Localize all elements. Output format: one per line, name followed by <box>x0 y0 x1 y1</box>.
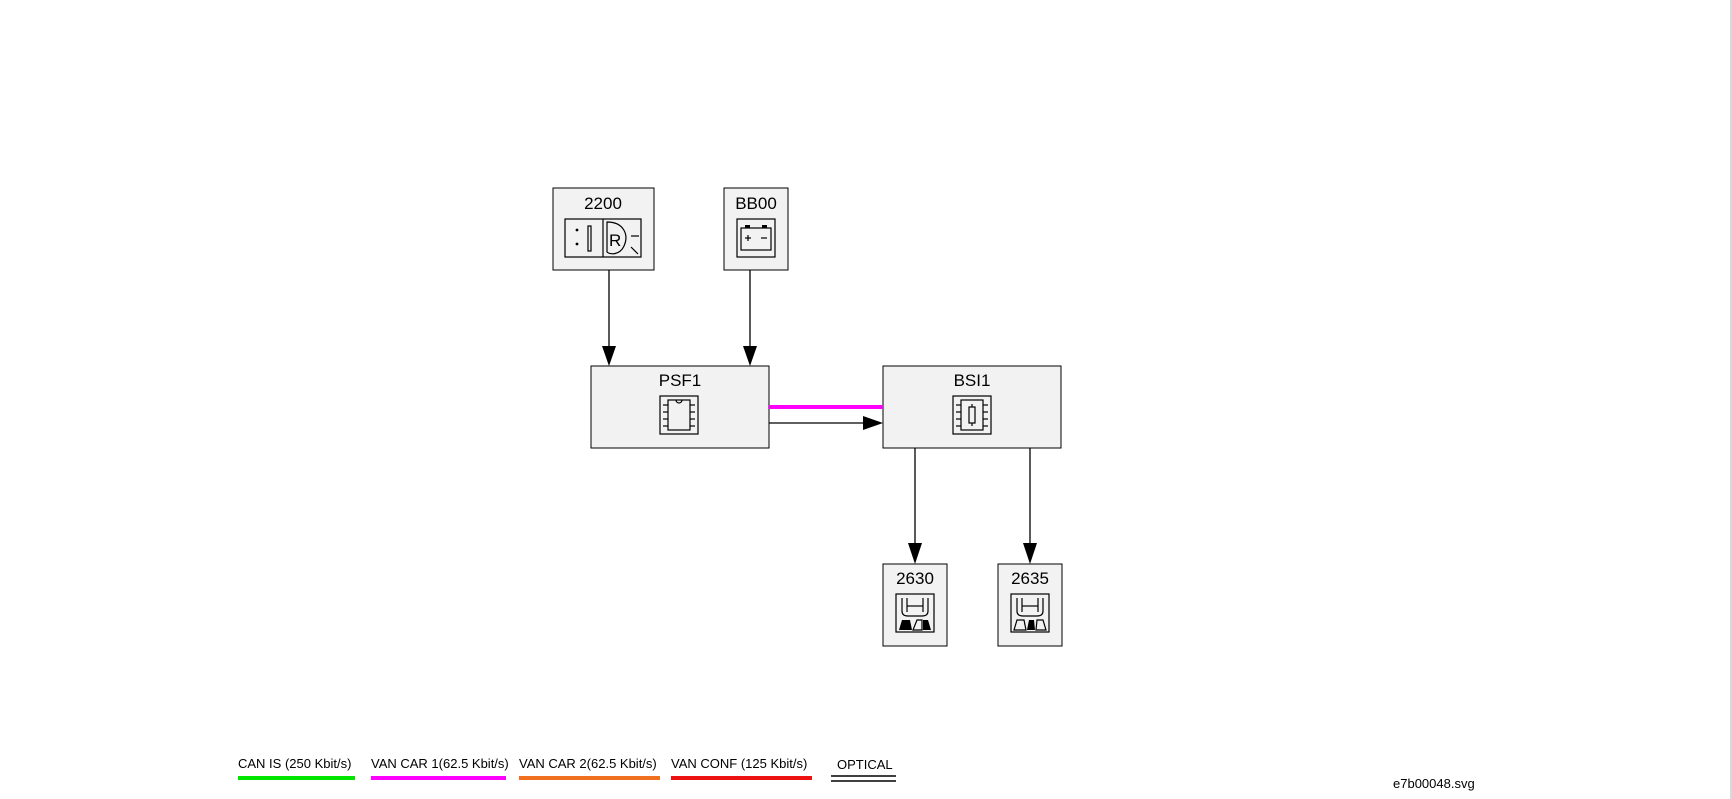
legend-label: VAN CAR 1(62.5 Kbit/s) <box>371 756 509 771</box>
node-label: 2630 <box>896 569 934 588</box>
file-name: e7b00048.svg <box>1393 776 1475 791</box>
legend-label: VAN CAR 2(62.5 Kbit/s) <box>519 756 657 771</box>
legend-item-van-car-1: VAN CAR 1(62.5 Kbit/s) <box>371 756 509 780</box>
node-label: 2200 <box>584 194 622 213</box>
legend-item-van-car-2: VAN CAR 2(62.5 Kbit/s) <box>519 756 660 780</box>
page-border <box>1730 0 1732 799</box>
node-label: BSI1 <box>954 371 991 390</box>
node-bsi1[interactable]: BSI1 <box>882 365 1062 449</box>
headlamp-left-icon <box>895 593 935 633</box>
legend-label: VAN CONF (125 Kbit/s) <box>671 756 807 771</box>
node-label: 2635 <box>1011 569 1049 588</box>
node-bb00[interactable]: BB00 <box>723 187 789 271</box>
link-bsi1-to-2635 <box>1023 448 1037 564</box>
chip-icon <box>659 395 699 435</box>
node-box <box>723 187 789 271</box>
legend-label: OPTICAL <box>837 757 893 772</box>
node-2200[interactable]: 2200 R <box>552 187 655 271</box>
node-2630[interactable]: 2630 <box>882 563 948 647</box>
legend-item-van-conf: VAN CONF (125 Kbit/s) <box>671 756 812 780</box>
svg-text:R: R <box>609 231 621 250</box>
legend-item-optical: OPTICAL <box>831 757 896 782</box>
legend: CAN IS (250 Kbit/s) VAN CAR 1(62.5 Kbit/… <box>238 756 896 782</box>
node-2635[interactable]: 2635 <box>997 563 1063 647</box>
headlamp-switch-icon: R <box>564 218 642 258</box>
legend-item-can-is: CAN IS (250 Kbit/s) <box>238 756 355 780</box>
ecu-chip-icon <box>952 395 992 435</box>
node-label: BB00 <box>735 194 777 213</box>
link-bb00-to-psf1 <box>743 270 757 366</box>
battery-icon <box>736 218 776 258</box>
link-bsi1-to-2630 <box>908 448 922 564</box>
link-psf1-to-bsi1-wire <box>769 416 883 430</box>
node-label: PSF1 <box>659 371 702 390</box>
link-2200-to-psf1 <box>602 270 616 366</box>
legend-label: CAN IS (250 Kbit/s) <box>238 756 351 771</box>
headlamp-right-icon <box>1010 593 1050 633</box>
node-psf1[interactable]: PSF1 <box>590 365 770 449</box>
